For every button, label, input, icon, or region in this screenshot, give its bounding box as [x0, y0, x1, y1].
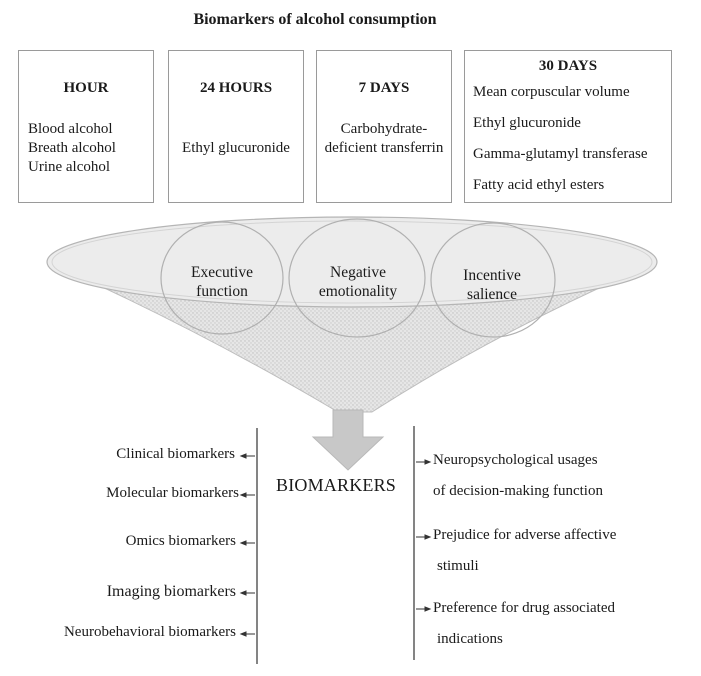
- box-hour-heading: HOUR: [63, 80, 109, 96]
- box-24-hours-heading: 24 HOURS: [199, 80, 273, 96]
- right-item-preference: Preference for drug associated: [433, 600, 615, 616]
- box-7-days-line: Carbohydrate-: [340, 121, 428, 137]
- right-item-neuropsychological-line2: of decision-making function: [433, 483, 603, 499]
- box-24-hours-line: Ethyl glucuronide: [182, 140, 290, 156]
- box-7-days-line: deficient transferrin: [324, 140, 444, 156]
- box-7-days-heading: 7 DAYS: [358, 80, 410, 96]
- circle-incentive-salience: [430, 222, 556, 338]
- box-30-days-line: Fatty acid ethyl esters: [473, 177, 605, 193]
- circle-negative-emotionality: [288, 218, 426, 338]
- box-7-days: 7 DAYS Carbohydrate- deficient transferr…: [316, 50, 452, 203]
- down-arrow: [311, 409, 385, 471]
- circle-label-negative-emotionality: Negative emotionality: [318, 264, 398, 300]
- circle-executive-function: [160, 221, 284, 335]
- box-30-days-line: Ethyl glucuronide: [473, 115, 581, 131]
- circle-label-incentive-salience: Incentive salience: [463, 267, 521, 303]
- box-hour-line: Breath alcohol: [28, 140, 116, 156]
- diagram-title: Biomarkers of alcohol consumption: [193, 11, 437, 28]
- box-30-days: 30 DAYS Mean corpuscular volume Ethyl gl…: [464, 50, 672, 203]
- box-hour: HOUR Blood alcohol Breath alcohol Urine …: [18, 50, 154, 203]
- left-item-omics: Omics biomarkers: [125, 533, 236, 549]
- right-item-prejudice-line2: stimuli: [437, 558, 479, 574]
- right-item-prejudice: Prejudice for adverse affective: [433, 527, 617, 543]
- right-item-preference-line2: indications: [437, 631, 503, 647]
- left-item-imaging: Imaging biomarkers: [106, 583, 236, 600]
- box-hour-line: Blood alcohol: [28, 121, 113, 137]
- left-arrows: [239, 453, 255, 637]
- box-30-days-line: Gamma-glutamyl transferase: [473, 146, 648, 162]
- biomarkers-center-label: BIOMARKERS: [276, 475, 397, 495]
- left-item-molecular: Molecular biomarkers: [106, 485, 239, 501]
- right-arrows: [416, 459, 432, 612]
- box-30-days-heading: 30 DAYS: [538, 58, 598, 74]
- box-24-hours: 24 HOURS Ethyl glucuronide: [168, 50, 304, 203]
- circle-label-executive-function: Executive function: [191, 264, 253, 300]
- left-item-neurobehavioral: Neurobehavioral biomarkers: [63, 624, 236, 640]
- box-hour-line: Urine alcohol: [28, 159, 111, 175]
- left-item-clinical: Clinical biomarkers: [116, 446, 235, 462]
- funnel-rim: [46, 216, 658, 308]
- right-item-neuropsychological: Neuropsychological usages: [433, 452, 598, 468]
- box-30-days-line: Mean corpuscular volume: [473, 84, 630, 100]
